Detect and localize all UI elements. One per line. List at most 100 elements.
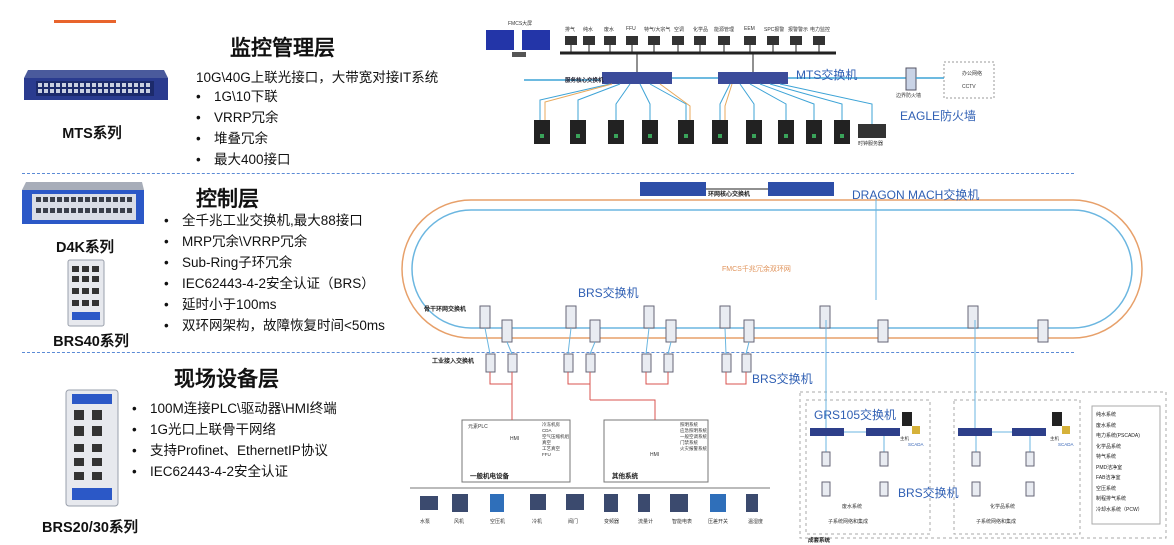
mts-switch-image	[22, 66, 170, 111]
device-label: 变频器	[604, 519, 620, 525]
bullet: VRRP冗余	[192, 107, 291, 128]
general-equipment-label: 一般机电设备	[470, 473, 509, 480]
industrial-access-switch-label: 工业接入交换机	[432, 359, 475, 365]
core-switch-label: 服务核心交换机	[565, 78, 604, 84]
brs20-switch-image	[62, 388, 122, 513]
brs40-switch-image	[66, 258, 106, 333]
item: 门禁系统	[680, 440, 698, 445]
system-label: EEM	[744, 26, 755, 32]
general-equipment-items: 冷冻机房 CDA 空气压缩机组 真空 工艺真空 FFU	[542, 422, 569, 458]
system-list-item: 化学品系统	[1096, 443, 1122, 450]
fmcs-screen-label: FMCS大屏	[508, 21, 533, 27]
item: 应急照明系统	[680, 428, 707, 433]
system-list-item: 纯水系统	[1096, 412, 1117, 418]
bullet: 双环网架构，故障恢复时间<50ms	[160, 315, 385, 336]
bullet: 最大400接口	[192, 149, 291, 170]
scada-label-2: SCADA	[1058, 442, 1074, 447]
system-label: SPC报警	[764, 27, 785, 33]
control-layer-title: 控制层	[196, 188, 259, 211]
bullet: 全千兆工业交换机,最大88接口	[160, 210, 385, 231]
backbone-switch-icons	[479, 305, 1049, 343]
complete-systems-label: 成套系统	[808, 538, 831, 544]
system-list-item: 空压系统	[1096, 485, 1117, 492]
ring-core-switch-icon	[640, 182, 706, 196]
subsystem-integration-label: 子系统网络和集成	[828, 519, 869, 525]
mts-switch-label: MTS交换机	[796, 68, 858, 82]
scada-label: SCADA	[908, 442, 924, 447]
device-label: 压差开关	[708, 519, 729, 525]
system-list-item: 特气系统	[1096, 454, 1117, 460]
chemical-subsystem-label: 化学品系统	[990, 504, 1016, 510]
mts-product-label: MTS系列	[62, 126, 122, 142]
ring-core-switch-icon	[768, 182, 834, 196]
item: CDA	[542, 428, 552, 433]
system-list-item: 电力系统(PSCADA)	[1096, 433, 1140, 439]
brs-switch-label-subsystem: BRS交换机	[898, 486, 959, 500]
device-label: 阀门	[568, 519, 579, 525]
firewall-sub-label: 边界防火墙	[896, 93, 922, 99]
field-layer-title: 现场设备层	[174, 368, 279, 391]
system-list-item: FAB洁净室	[1096, 475, 1121, 481]
device-label: 温湿度	[748, 519, 764, 525]
system-label: 电力监控	[810, 27, 831, 33]
accent-line	[54, 20, 116, 23]
brs20-product-label: BRS20/30系列	[42, 520, 138, 536]
layer-divider-1	[22, 173, 1074, 174]
device-label: 风机	[454, 519, 465, 525]
monitoring-layer-title: 监控管理层	[230, 37, 335, 60]
bullet: MRP冗余\VRRP冗余	[160, 231, 385, 252]
system-label: 化学品	[693, 27, 709, 33]
field-bullets: 100M连接PLC\驱动器\HMI终端 1G光口上联骨干网络 支持Profine…	[128, 398, 337, 482]
other-systems-label: 其他系统	[612, 473, 638, 480]
item: 一般空调系统	[680, 434, 707, 439]
system-list: 纯水系统 废水系统 电力系统(PSCADA) 化学品系统 特气系统 PMD洁净室…	[1096, 410, 1143, 515]
subsystem-integration-label-2: 子系统网络和集成	[976, 519, 1017, 525]
wastewater-subsystem-label: 废水系统	[842, 504, 863, 510]
plc-label: 元素PLC	[468, 424, 488, 430]
mts-core-switch	[602, 72, 788, 84]
dragon-mach-switch-label: DRAGON MACH交换机	[852, 188, 980, 202]
layer-divider-2	[22, 352, 1074, 353]
fmcs-screen-icon	[486, 30, 550, 57]
control-bullets: 全千兆工业交换机,最大88接口 MRP冗余\VRRP冗余 Sub-Ring子环冗…	[160, 210, 385, 336]
bullet: IEC62443-4-2安全认证（BRS）	[160, 273, 385, 294]
eagle-firewall-label: EAGLE防火墙	[900, 109, 977, 123]
system-label: 报警警示	[788, 27, 809, 33]
cctv-label: CCTV	[962, 84, 976, 90]
bullet: IEC62443-4-2安全认证	[128, 461, 337, 482]
bullet: 1G光口上联骨干网络	[128, 419, 337, 440]
system-label: 空调	[674, 27, 685, 33]
item: 照明系统	[680, 422, 698, 427]
d4k-switch-image	[18, 180, 146, 237]
bullet: 100M连接PLC\驱动器\HMI终端	[128, 398, 337, 419]
device-label: 智能电表	[672, 519, 693, 525]
monitoring-bullets: 1G\10下联 VRRP冗余 堆叠冗余 最大400接口	[192, 86, 291, 170]
scada-host-icons	[902, 412, 1070, 434]
bullet: 延时小于100ms	[160, 294, 385, 315]
office-network-label: 办公网络	[962, 71, 983, 77]
bullet: 支持Profinet、EthernetIP协议	[128, 440, 337, 461]
system-label: 排气	[565, 27, 576, 33]
field-device-icons	[420, 494, 758, 512]
backbone-ring-switch-label: 骨干环网交换机	[424, 307, 467, 313]
d4k-product-label: D4K系列	[55, 240, 114, 256]
item: 火灾报警系统	[680, 446, 707, 451]
host-label: 主机	[900, 436, 909, 441]
bullet: Sub-Ring子环冗余	[160, 252, 385, 273]
item: 冷冻机房	[542, 422, 560, 427]
item: 真空	[542, 440, 551, 445]
eagle-firewall-icon	[905, 67, 917, 91]
item: FFU	[542, 452, 551, 457]
hmi-label: HMI	[510, 436, 520, 442]
host-label-2: 主机	[1050, 436, 1059, 441]
system-list-item: 冷却水系统（PCW）	[1096, 506, 1143, 513]
item: 空气压缩机组	[542, 434, 569, 439]
device-label: 流量计	[638, 519, 654, 525]
other-systems-items: 照明系统 应急照明系统 一般空调系统 门禁系统 火灾报警系统	[680, 422, 707, 452]
system-label: 特气/大宗气	[644, 27, 671, 33]
item: 工艺真空	[542, 446, 560, 451]
brs-switch-label-ring: BRS交换机	[578, 286, 639, 300]
grs105-switch-label: GRS105交换机	[814, 408, 897, 422]
access-switch-icons	[485, 353, 752, 373]
monitoring-layer-summary: 10G\40G上联光接口，大带宽对接IT系统	[196, 70, 439, 85]
